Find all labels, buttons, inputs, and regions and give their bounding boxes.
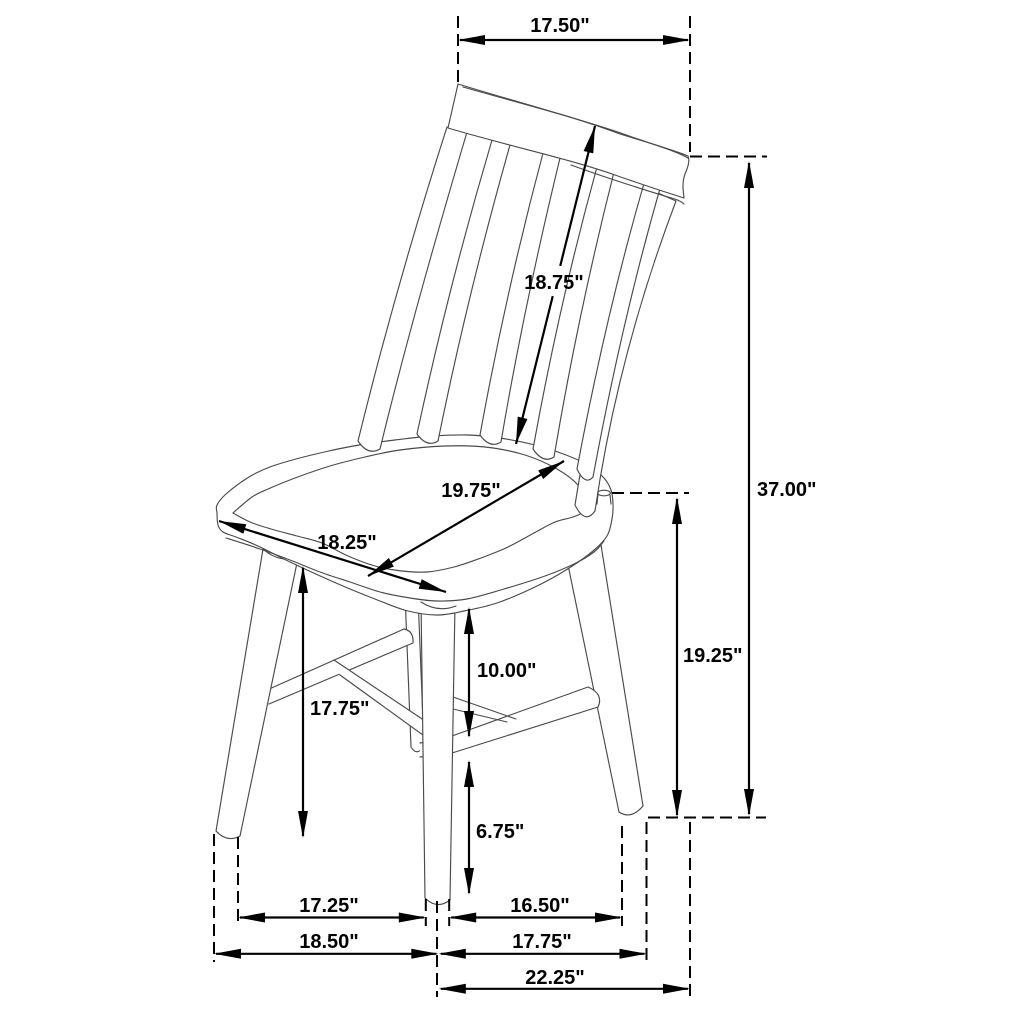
svg-text:16.50": 16.50" [510,895,570,917]
svg-text:19.25": 19.25" [683,645,743,667]
svg-text:17.25": 17.25" [299,895,359,917]
svg-text:17.50": 17.50" [530,15,590,37]
svg-text:6.75": 6.75" [476,821,524,843]
svg-text:18.50": 18.50" [299,931,359,953]
svg-text:17.75": 17.75" [512,931,572,953]
svg-text:10.00": 10.00" [477,660,537,682]
svg-text:19.75": 19.75" [441,480,501,502]
svg-text:17.75": 17.75" [310,698,370,720]
svg-text:37.00": 37.00" [757,479,817,501]
svg-text:18.25": 18.25" [317,532,377,554]
svg-text:18.75": 18.75" [524,272,584,294]
svg-text:22.25": 22.25" [525,967,585,989]
